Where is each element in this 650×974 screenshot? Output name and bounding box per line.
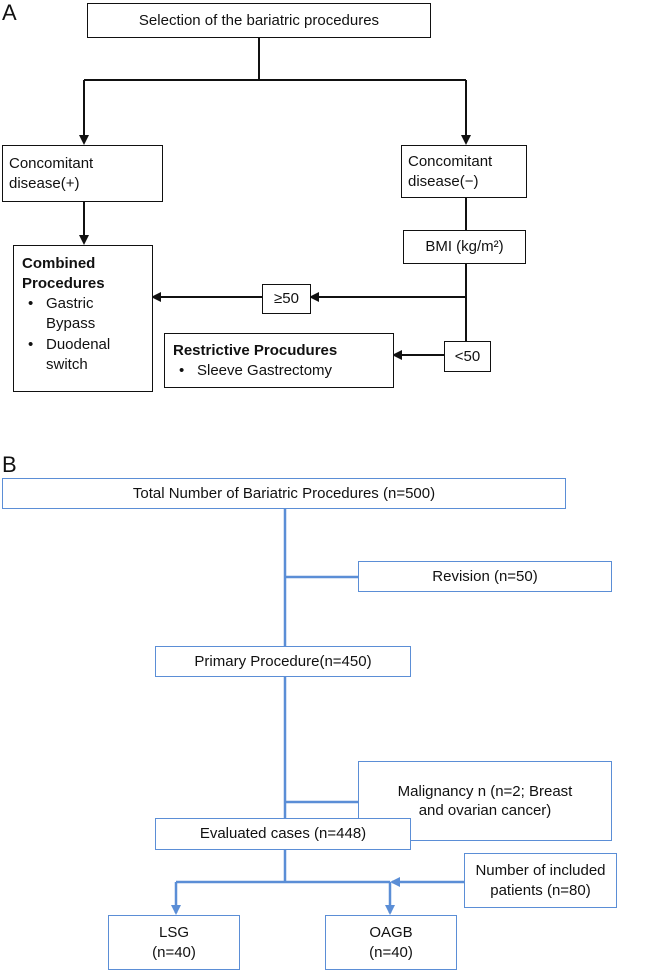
combined-title-line1: Combined (22, 255, 96, 272)
combined-item-gastric-bypass: • Gastric Bypass (28, 295, 96, 332)
oagb-line2: (n=40) (369, 943, 413, 961)
bullet-icon: • (28, 336, 34, 353)
bullet-icon: • (179, 361, 185, 379)
selection-box: Selection of the bariatric procedures (87, 3, 431, 38)
evaluated-cases-box: Evaluated cases (n=448) (155, 818, 411, 850)
included-line1: Number of included (475, 862, 606, 879)
oagb-box: OAGB (n=40) (325, 915, 457, 970)
restrictive-title: Restrictive Procudures (173, 342, 338, 359)
oagb-line1: OAGB (369, 924, 413, 941)
lsg-line1: LSG (158, 924, 189, 941)
bmi-lt50-text: <50 (454, 347, 481, 365)
revision-text: Revision (n=50) (432, 567, 538, 585)
bmi-text: BMI (kg/m²) (425, 238, 504, 256)
included-line2: patients (n=80) (490, 881, 591, 899)
restrictive-procedures-box: Restrictive Procudures • Sleeve Gastrect… (164, 333, 394, 388)
bmi-lt50-box: <50 (444, 341, 491, 372)
primary-procedure-box: Primary Procedure(n=450) (155, 646, 411, 677)
bmi-ge50-text: ≥50 (274, 290, 299, 308)
total-procedures-box: Total Number of Bariatric Procedures (n=… (2, 478, 566, 509)
included-patients-box: Number of included patients (n=80) (464, 853, 617, 908)
selection-text: Selection of the bariatric procedures (138, 11, 380, 29)
revision-box: Revision (n=50) (358, 561, 612, 592)
bmi-box: BMI (kg/m²) (403, 230, 526, 264)
malignancy-line2: and ovarian cancer) (418, 802, 552, 819)
restrictive-item: • Sleeve Gastrectomy (179, 361, 333, 379)
bmi-ge50-box: ≥50 (262, 284, 311, 314)
concomitant-positive-line1: Concomitant (9, 155, 94, 172)
concomitant-negative-line2: disease(−) (408, 172, 479, 190)
concomitant-positive-box: Concomitant disease(+) (2, 145, 163, 202)
bullet-icon: • (28, 295, 34, 312)
combined-procedures-box: Combined Procedures • Gastric Bypass • D… (13, 245, 153, 392)
lsg-line2: (n=40) (152, 943, 196, 961)
lsg-box: LSG (n=40) (108, 915, 240, 970)
concomitant-negative-box: Concomitant disease(−) (401, 145, 527, 198)
primary-procedure-text: Primary Procedure(n=450) (194, 652, 372, 670)
panel-label-a: A (2, 0, 17, 25)
combined-title-line2: Procedures (22, 274, 105, 292)
total-procedures-text: Total Number of Bariatric Procedures (n=… (132, 484, 436, 502)
malignancy-line1: Malignancy n (n=2; Breast (397, 782, 573, 800)
concomitant-positive-line2: disease(+) (9, 174, 80, 192)
concomitant-negative-line1: Concomitant (408, 153, 493, 170)
combined-item-duodenal-switch: • Duodenal switch (28, 336, 111, 373)
evaluated-cases-text: Evaluated cases (n=448) (199, 825, 367, 843)
panel-label-b: B (2, 452, 17, 477)
